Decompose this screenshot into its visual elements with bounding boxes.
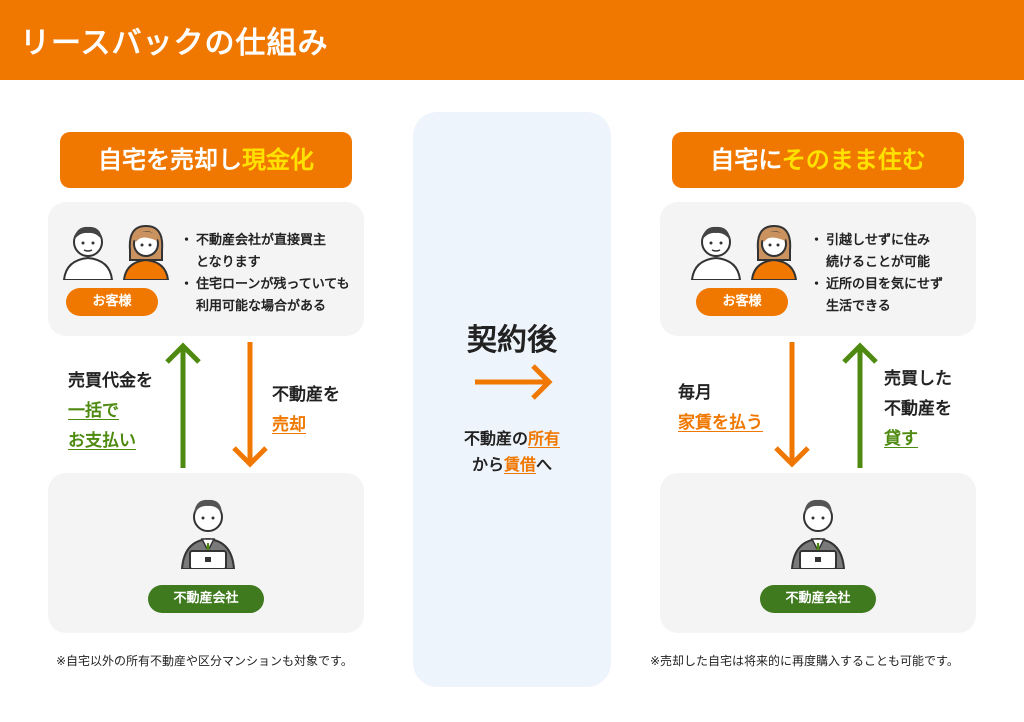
- page-title: リースバックの仕組み: [20, 26, 329, 61]
- right-heading-highlight: そのまま住む: [781, 146, 926, 174]
- right-company-card: 不動産会社: [660, 473, 976, 633]
- center-right-arrow-icon: [475, 364, 553, 400]
- customer-woman-icon: [122, 224, 170, 280]
- left-heading-plain: 自宅を売却し: [98, 146, 242, 174]
- left-heading: 自宅を売却し現金化: [60, 132, 352, 188]
- left-heading-highlight: 現金化: [242, 146, 314, 174]
- center-caption-line2: から賃借へ: [471, 455, 553, 474]
- right-up-label: 売買した 不動産を 貸す: [884, 369, 952, 449]
- customer-man-icon: [62, 226, 114, 280]
- center-caption-line1: 不動産の所有: [463, 429, 561, 448]
- left-company-badge: 不動産会社: [148, 585, 264, 613]
- right-company-badge: 不動産会社: [760, 585, 876, 613]
- center-caption: 不動産の所有 から賃借へ: [413, 426, 611, 478]
- center-title: 契約後: [467, 323, 557, 358]
- company-staff-icon: [180, 499, 236, 569]
- left-note: ※自宅以外の所有不動産や区分マンションも対象です。: [56, 654, 353, 668]
- customer-man-icon: [690, 226, 742, 280]
- center-panel: 契約後 不動産の所有 から賃借へ: [413, 112, 611, 687]
- left-up-label: 売買代金を 一括で お支払い: [68, 371, 153, 451]
- right-customer-badge: お客様: [696, 288, 788, 316]
- left-up-arrow-icon: [165, 342, 201, 468]
- right-down-label: 毎月 家賃を払う: [678, 383, 763, 433]
- right-up-arrow-icon: [842, 342, 878, 468]
- left-down-arrow-icon: [232, 342, 268, 468]
- left-company-card: 不動産会社: [48, 473, 364, 633]
- right-down-arrow-icon: [774, 342, 810, 468]
- company-staff-icon: [790, 499, 846, 569]
- right-note: ※売却した自宅は将来的に再度購入することも可能です。: [650, 654, 959, 668]
- left-down-label: 不動産を 売却: [272, 385, 340, 435]
- right-heading: 自宅にそのまま住む: [672, 132, 964, 188]
- left-customer-badge: お客様: [66, 288, 158, 316]
- customer-woman-icon: [750, 224, 798, 280]
- right-heading-plain: 自宅に: [710, 146, 782, 174]
- header-bar: リースバックの仕組み: [0, 0, 1024, 80]
